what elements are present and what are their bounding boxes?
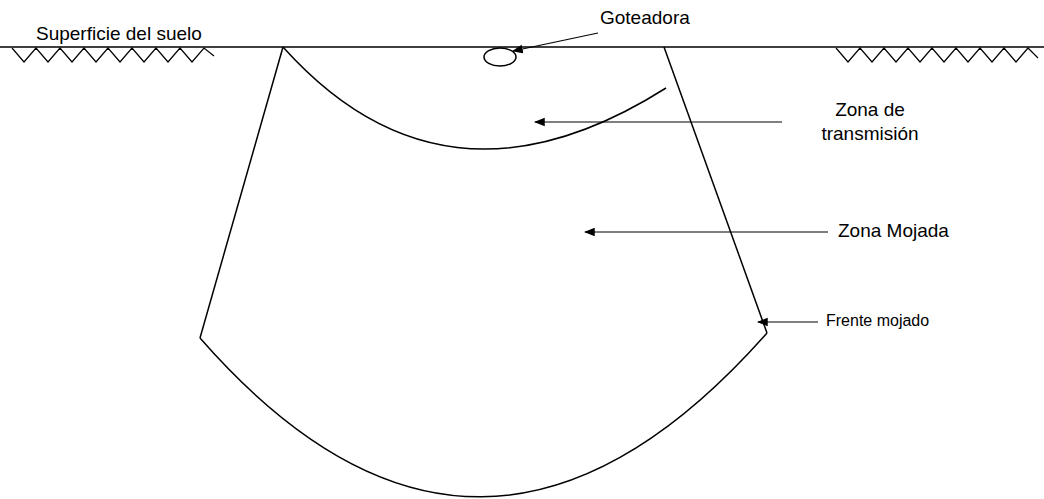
soil-surface [0, 46, 1044, 48]
leader-arrow [585, 231, 828, 232]
soil-hatch [836, 48, 1038, 62]
zone-label: Zona de transmisión [800, 98, 940, 146]
front-label: Frente mojado [826, 311, 929, 331]
wetting-front [664, 47, 767, 333]
leader-arrow [758, 321, 818, 322]
transmission-zone-boundary [283, 47, 666, 149]
soil-hatch [12, 48, 214, 62]
wetting-front [200, 47, 283, 338]
wetting-front [200, 333, 767, 497]
dripper [484, 48, 516, 66]
dripper-label: Goteadora [600, 6, 690, 30]
leader-arrow [535, 121, 782, 122]
surface-label: Superficie del suelo [36, 22, 202, 46]
leader-arrow [513, 33, 598, 51]
zone-label: Zona Mojada [838, 219, 949, 243]
